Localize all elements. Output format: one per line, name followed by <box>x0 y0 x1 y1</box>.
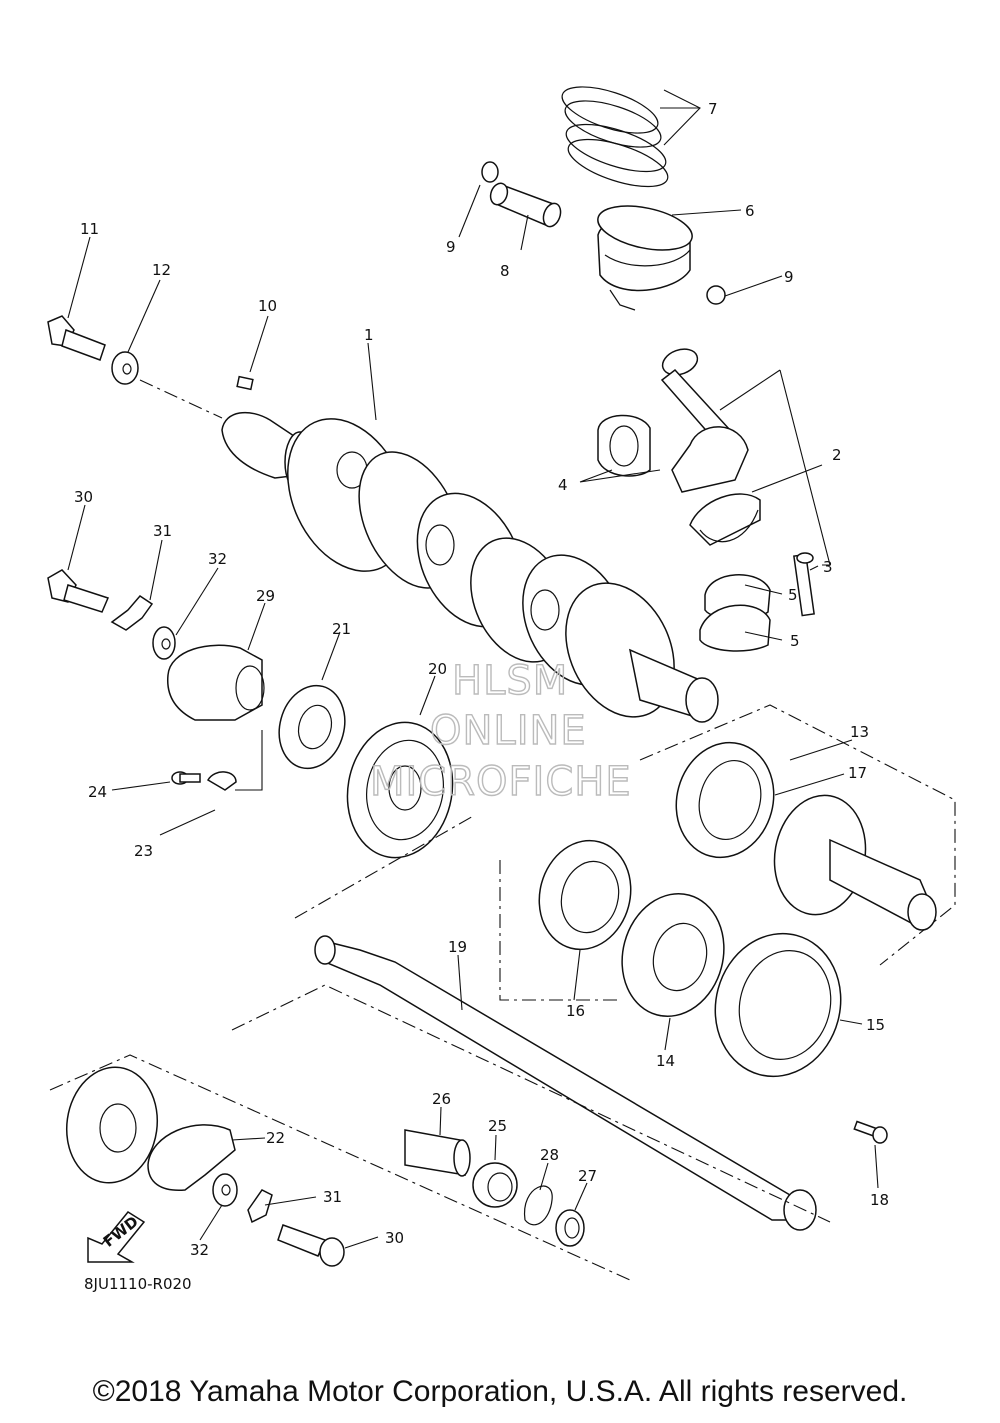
oil-seal-16 <box>538 839 632 951</box>
callout-25: 25 <box>488 1117 507 1135</box>
shaft-gear-outline <box>49 1054 631 1281</box>
fwd-arrow-icon: FWD <box>87 1211 146 1263</box>
svg-text:ONLINE: ONLINE <box>430 708 587 754</box>
callout-28: 28 <box>540 1146 559 1164</box>
crank-axis-line <box>139 379 223 419</box>
callout-21: 21 <box>332 620 351 638</box>
woodruff-key <box>236 375 254 391</box>
copyright-text: ©2018 Yamaha Motor Corporation, U.S.A. A… <box>92 1375 908 1408</box>
callout-9a: 9 <box>446 238 456 256</box>
output-shaft-19 <box>314 935 817 1231</box>
callout-16: 16 <box>566 1002 585 1020</box>
svg-text:MICROFICHE: MICROFICHE <box>370 759 632 805</box>
piston-pin <box>489 182 562 228</box>
callout-30a: 30 <box>74 488 93 506</box>
crank-bolt <box>47 315 106 361</box>
leader-lines <box>67 89 879 1249</box>
rod-bolt <box>793 552 815 617</box>
cam-block-22 <box>147 1124 236 1191</box>
cam-block-29 <box>167 644 265 721</box>
callout-23: 23 <box>134 842 153 860</box>
retainer-23 <box>206 771 237 791</box>
callout-5a: 5 <box>788 586 798 604</box>
shaft-lower-outline <box>231 984 831 1223</box>
callout-20: 20 <box>428 660 447 678</box>
callout-14: 14 <box>656 1052 675 1070</box>
callout-17: 17 <box>848 764 867 782</box>
callout-13: 13 <box>850 723 869 741</box>
callout-7: 7 <box>708 100 718 118</box>
lock-washer-left <box>110 595 154 631</box>
bearing-housing-15 <box>714 932 842 1078</box>
callout-32b: 32 <box>190 1241 209 1259</box>
watermark: HLSM ONLINE MICROFICHE <box>369 657 632 805</box>
callout-15: 15 <box>866 1016 885 1034</box>
callout-30b: 30 <box>385 1229 404 1247</box>
callout-10: 10 <box>258 297 277 315</box>
gear-lower <box>65 1066 159 1184</box>
callout-26: 26 <box>432 1090 451 1108</box>
balancer-shaft-13 <box>773 794 937 931</box>
callout-18: 18 <box>870 1191 889 1209</box>
callout-1: 1 <box>364 326 374 344</box>
piston-rings <box>561 86 669 188</box>
needle-bearing-25 <box>472 1162 518 1208</box>
callout-3: 3 <box>823 558 833 576</box>
part-code: 8JU1110-R020 <box>84 1275 192 1293</box>
connecting-rod <box>660 348 749 493</box>
callout-31b: 31 <box>323 1188 342 1206</box>
bearing-14 <box>621 892 725 1018</box>
callout-29: 29 <box>256 587 275 605</box>
big-end-bearings <box>699 574 771 652</box>
ball-bearing-21 <box>278 684 346 770</box>
callout-8: 8 <box>500 262 510 280</box>
collar-26 <box>404 1129 471 1177</box>
thrust-washer-27 <box>555 1209 585 1247</box>
crank-washer <box>111 351 139 385</box>
callout-11: 11 <box>80 220 99 238</box>
callout-labels: 1 2 3 4 5 5 6 7 8 9 9 10 11 12 13 14 15 … <box>74 100 889 1259</box>
callout-2: 2 <box>832 446 842 464</box>
bolt-left <box>47 569 110 613</box>
callout-12: 12 <box>152 261 171 279</box>
lock-washer-31-lower <box>247 1189 273 1224</box>
callout-31a: 31 <box>153 522 172 540</box>
crankshaft <box>221 411 719 723</box>
circlip-28 <box>524 1185 553 1226</box>
callout-4: 4 <box>558 476 568 494</box>
bolt-30-lower <box>277 1224 345 1267</box>
drive-gear-20 <box>346 721 454 859</box>
oil-seal-17 <box>675 741 775 859</box>
thrust-bearing-pair <box>597 414 651 477</box>
group-14-16-outline <box>499 860 620 1001</box>
piston-pin-clip-right <box>706 285 726 305</box>
callout-32a: 32 <box>208 550 227 568</box>
callout-19: 19 <box>448 938 467 956</box>
callout-9b: 9 <box>784 268 794 286</box>
callout-24: 24 <box>88 783 107 801</box>
washer-32-lower <box>212 1173 238 1207</box>
piston-pin-clip-left <box>481 161 499 183</box>
svg-text:HLSM: HLSM <box>452 658 568 704</box>
callout-27: 27 <box>578 1167 597 1185</box>
callout-5b: 5 <box>790 632 800 650</box>
piston <box>597 205 693 311</box>
screw-18 <box>853 1120 888 1144</box>
rod-cap <box>689 493 761 546</box>
screw-24 <box>171 771 201 785</box>
callout-22: 22 <box>266 1129 285 1147</box>
callout-6: 6 <box>745 202 755 220</box>
washer-left <box>152 626 176 660</box>
shaft-upper-outline <box>294 814 476 919</box>
